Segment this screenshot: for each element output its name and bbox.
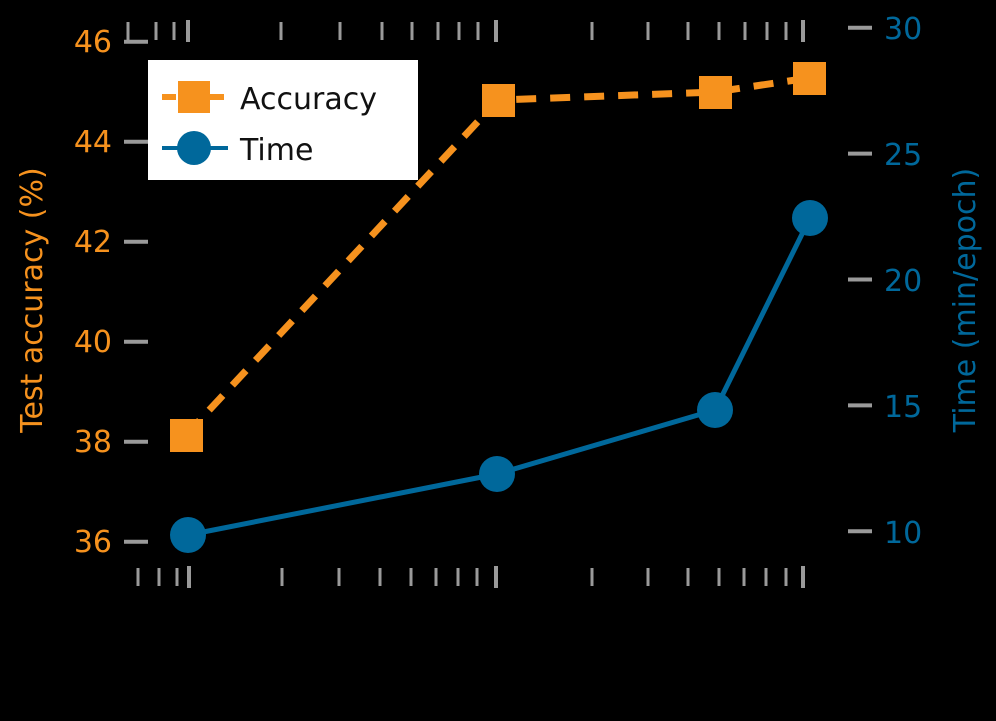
- legend-entry-accuracy[interactable]: Accuracy: [162, 81, 377, 117]
- accuracy-line: [183, 74, 810, 438]
- left-axis-tick-labels: 46 44 42 40 38 36: [74, 25, 112, 560]
- time-point-3: [697, 392, 733, 428]
- legend-accuracy-label: Accuracy: [240, 82, 377, 117]
- right-axis-ticks: [848, 25, 872, 534]
- bottom-axis-ticks: [136, 566, 805, 588]
- accuracy-point-4: [793, 62, 826, 95]
- legend-time-marker: [177, 131, 211, 165]
- y-left-tick-46: 46: [74, 25, 112, 60]
- y-left-tick-42: 42: [74, 225, 112, 260]
- right-axis-title: Time (min/epoch): [948, 168, 983, 433]
- y-right-tick-30: 30: [884, 12, 922, 47]
- y-right-tick-10: 10: [884, 516, 922, 551]
- y-right-tick-25: 25: [884, 138, 922, 173]
- y-left-tick-36: 36: [74, 525, 112, 560]
- y-left-tick-40: 40: [74, 325, 112, 360]
- left-axis-title: Test accuracy (%): [15, 167, 50, 433]
- y-right-tick-15: 15: [884, 390, 922, 425]
- time-point-4: [792, 200, 828, 236]
- legend-accuracy-marker: [178, 81, 210, 113]
- accuracy-point-1: [170, 419, 203, 452]
- time-point-2: [479, 456, 515, 492]
- legend-time-label: Time: [239, 133, 313, 168]
- top-axis-ticks: [126, 20, 805, 42]
- time-line: [185, 215, 813, 538]
- time-point-1: [170, 517, 206, 553]
- left-axis-ticks: [124, 39, 148, 544]
- chart-legend[interactable]: Accuracy Time: [148, 60, 418, 180]
- y-left-tick-44: 44: [74, 125, 112, 160]
- accuracy-point-2: [482, 84, 515, 117]
- legend-entry-time[interactable]: Time: [162, 131, 313, 168]
- y-left-tick-38: 38: [74, 425, 112, 460]
- series-accuracy: [170, 62, 826, 452]
- right-axis-tick-labels: 30 25 20 15 10: [884, 12, 922, 551]
- series-time: [170, 200, 828, 553]
- accuracy-point-3: [699, 76, 732, 109]
- y-right-tick-20: 20: [884, 264, 922, 299]
